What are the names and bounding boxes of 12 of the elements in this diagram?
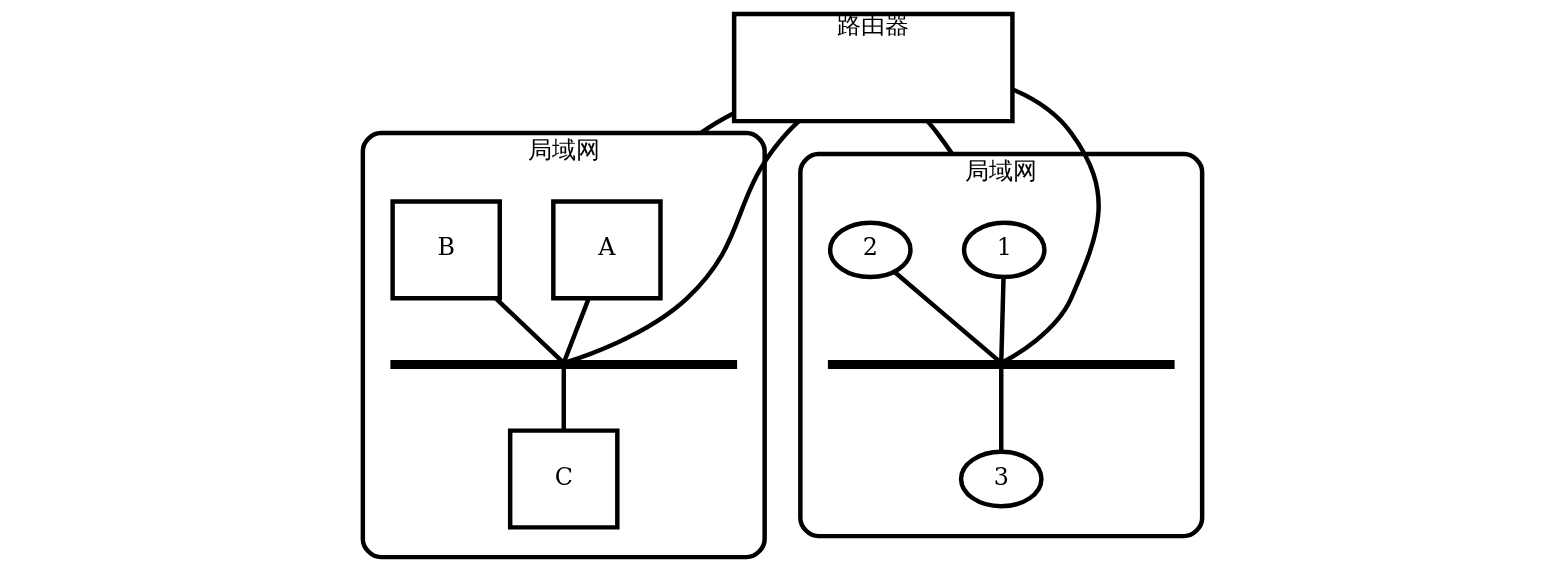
connector [999, 367, 1004, 452]
connector [561, 367, 566, 431]
connector [562, 297, 591, 363]
node-bar [827, 359, 1175, 369]
node-ellipse: 2 [827, 220, 913, 280]
node-ellipse: 3 [958, 449, 1044, 509]
node-box: C [507, 428, 620, 530]
connector [999, 277, 1006, 362]
node-bar [390, 359, 738, 369]
node-box: A [551, 199, 663, 301]
node-box: B [390, 199, 502, 301]
node-ellipse: 1 [961, 220, 1047, 280]
